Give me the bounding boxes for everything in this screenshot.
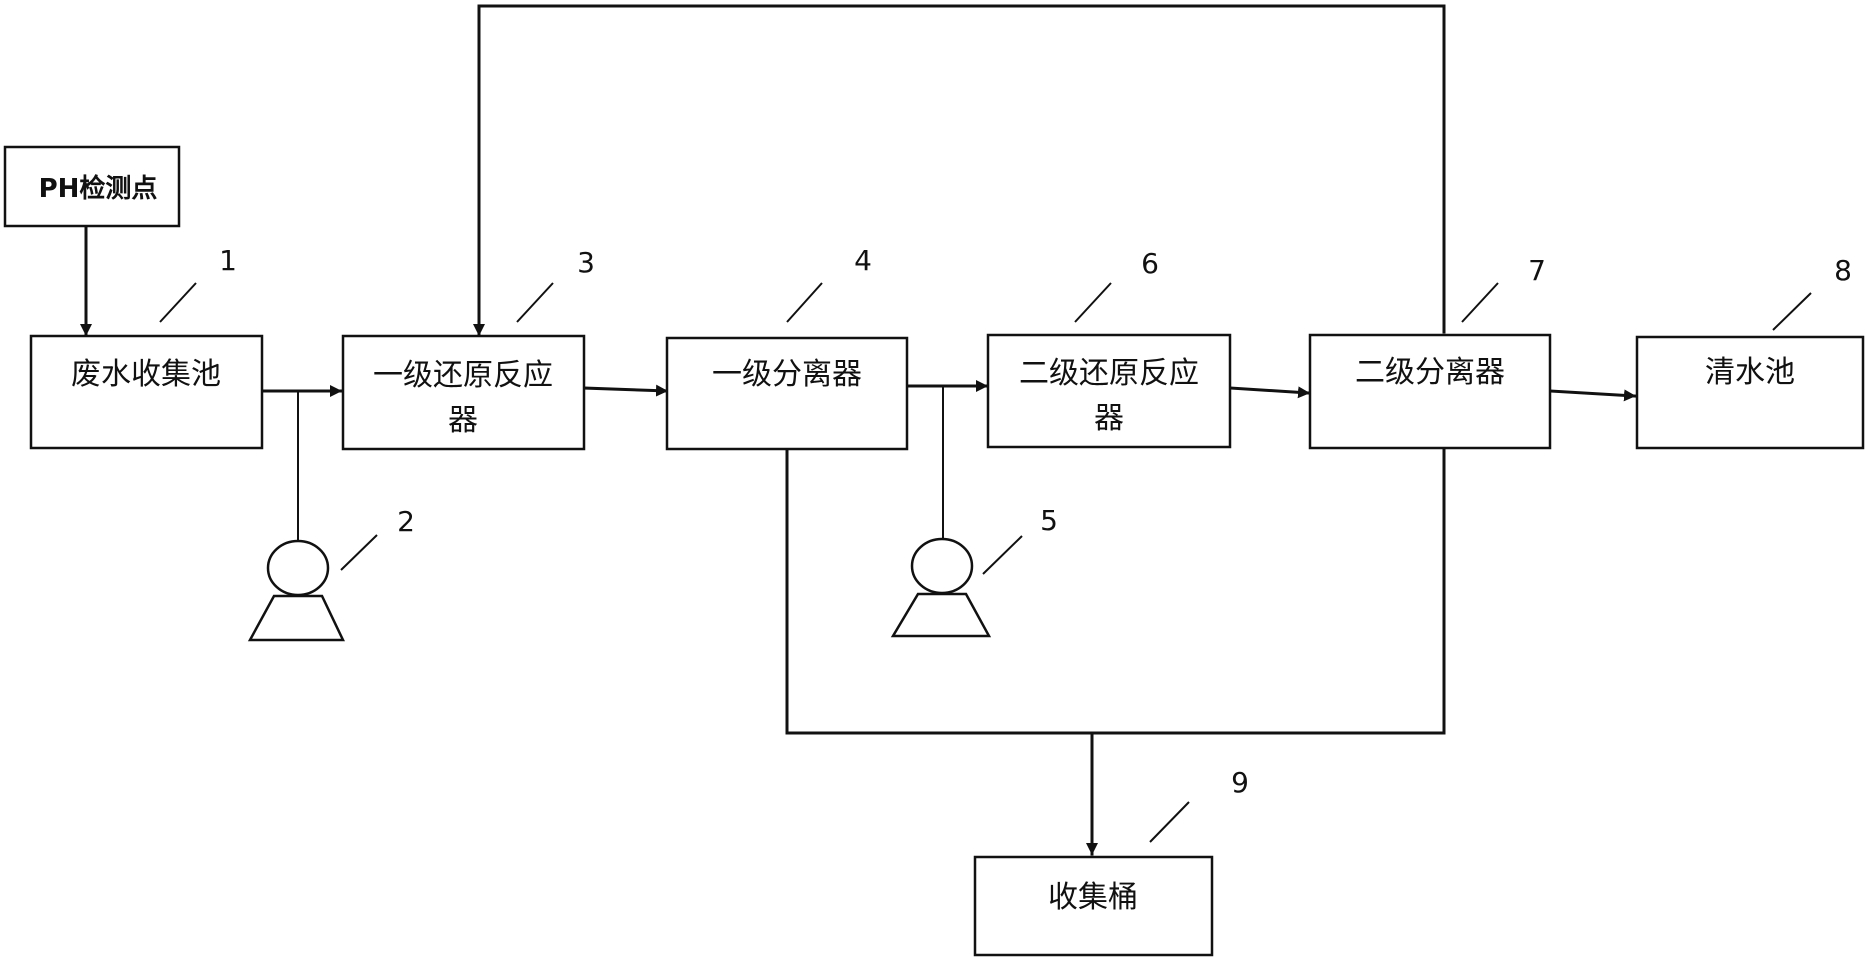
callout-numbers: 1 2 3 4 5 6 7 8 9 <box>219 244 1852 799</box>
pump-1-base-icon <box>247 594 345 642</box>
callout-tick-2 <box>340 534 378 571</box>
callout-number-9: 9 <box>1231 766 1249 799</box>
callout-number-1: 1 <box>219 244 237 277</box>
callout-tick-8 <box>1772 292 1812 331</box>
clear-pool-node: 清水池 <box>1635 335 1865 450</box>
pump-1-circle-icon <box>266 539 330 597</box>
separator1-node: 一级分离器 <box>665 336 909 451</box>
collection-pool-node: 废水收集池 <box>29 334 264 450</box>
reactor1-label-line1: 一级还原反应 <box>373 358 553 393</box>
collection-bucket-node: 收集桶 <box>973 855 1214 957</box>
callout-tick-3 <box>516 282 554 323</box>
callout-tick-7 <box>1461 282 1499 323</box>
reactor1-node: 一级还原反应 器 <box>341 334 586 451</box>
clear-pool-label: 清水池 <box>1705 355 1795 390</box>
collection-bucket-label: 收集桶 <box>1048 880 1138 915</box>
ph-check-node: PH检测点 <box>3 145 181 228</box>
ph-check-label: PH检测点 <box>39 173 158 204</box>
callout-tick-9 <box>1149 801 1190 843</box>
callout-number-8: 8 <box>1834 254 1852 287</box>
pump-2-circle-icon <box>910 537 974 595</box>
recycle-loop-line <box>473 4 1446 337</box>
reactor2-node: 二级还原反应 器 <box>986 333 1232 449</box>
callout-ticks <box>159 282 1812 843</box>
callout-tick-6 <box>1074 282 1112 323</box>
callout-tick-4 <box>786 282 823 323</box>
callout-number-3: 3 <box>577 246 595 279</box>
separator1-label: 一级分离器 <box>712 357 862 392</box>
callout-tick-5 <box>982 535 1023 575</box>
callout-number-2: 2 <box>397 505 415 538</box>
pump-1 <box>247 539 345 642</box>
separator2-to-clearpool-arrow <box>1548 389 1637 402</box>
sludge-collector-line <box>785 447 1446 735</box>
connections <box>80 4 1637 856</box>
callout-number-6: 6 <box>1141 247 1159 280</box>
reactor2-label-line1: 二级还原反应 <box>1019 356 1199 391</box>
callout-tick-1 <box>159 282 197 323</box>
callout-number-7: 7 <box>1528 254 1546 287</box>
reactor1-to-separator1-arrow <box>582 384 669 397</box>
reactor1-label-line2: 器 <box>448 403 478 438</box>
callout-number-4: 4 <box>854 244 872 277</box>
reactor2-to-separator2-arrow <box>1228 386 1311 399</box>
separator2-label: 二级分离器 <box>1355 355 1505 390</box>
callout-number-5: 5 <box>1040 504 1058 537</box>
pump-2 <box>890 537 992 638</box>
pump-2-base-icon <box>890 592 992 638</box>
separator2-node: 二级分离器 <box>1308 333 1552 450</box>
reactor2-label-line2: 器 <box>1094 401 1124 436</box>
collection-pool-label: 废水收集池 <box>71 357 221 392</box>
